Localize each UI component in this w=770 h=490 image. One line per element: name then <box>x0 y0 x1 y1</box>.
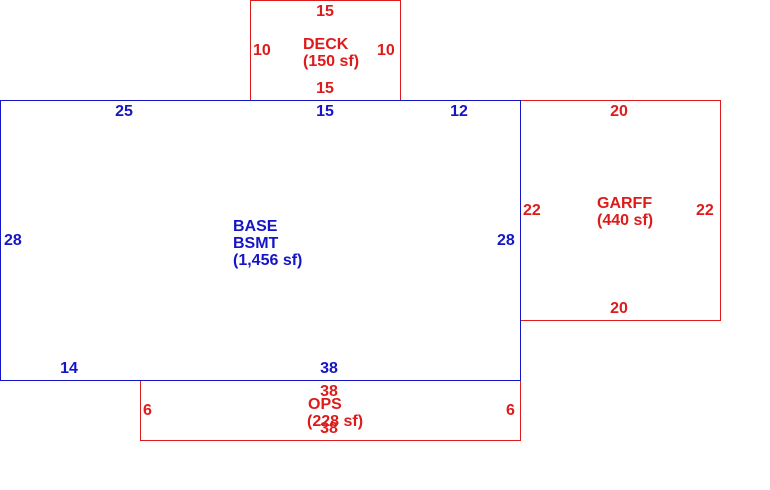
deck-top-dimension: 15 <box>316 3 334 20</box>
base-name-line2: BSMT <box>233 235 279 252</box>
base-bottom-dimension: 38 <box>320 360 338 377</box>
garage-bottom-dimension: 20 <box>610 300 628 317</box>
base-bottom-left-dimension: 14 <box>60 360 78 377</box>
porch-top-dimension: 38 <box>320 383 338 400</box>
garage-top-dimension: 20 <box>610 103 628 120</box>
base-area: (1,456 sf) <box>233 252 303 269</box>
garage-name: GARFF <box>597 195 653 212</box>
deck-left-dimension: 10 <box>253 42 271 59</box>
deck-name: DECK <box>303 36 349 53</box>
deck-right-dimension: 10 <box>377 42 395 59</box>
porch-bottom-dimension: 38 <box>320 420 338 437</box>
base-top-middle-dimension: 15 <box>316 103 334 120</box>
porch-right-dimension: 6 <box>506 402 515 419</box>
base-right-dimension: 28 <box>497 232 515 249</box>
base-left-dimension: 28 <box>4 232 22 249</box>
porch-area: (228 sf) <box>307 413 364 430</box>
deck-area: (150 sf) <box>303 53 360 70</box>
base-name-line1: BASE <box>233 218 278 235</box>
base-top-left-dimension: 25 <box>115 103 133 120</box>
porch-name: OPS <box>308 396 342 413</box>
garage-left-dimension: 22 <box>523 202 541 219</box>
porch-left-dimension: 6 <box>143 402 152 419</box>
garage-right-dimension: 22 <box>696 202 714 219</box>
base-outline <box>0 100 521 381</box>
deck-bottom-dimension: 15 <box>316 80 334 97</box>
base-top-right-dimension: 12 <box>450 103 468 120</box>
garage-area: (440 sf) <box>597 212 654 229</box>
